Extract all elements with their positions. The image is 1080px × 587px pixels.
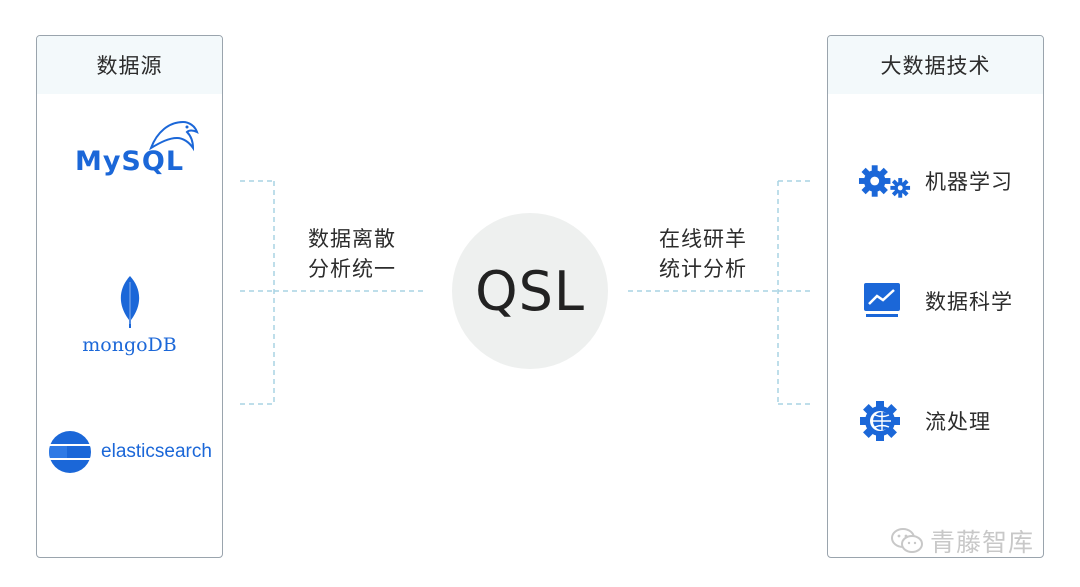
tech-item-machine-learning: 机器学习 bbox=[858, 161, 1013, 201]
qsl-label: QSL bbox=[475, 259, 585, 323]
gear-globe-icon bbox=[860, 401, 900, 441]
wechat-icon bbox=[891, 528, 923, 553]
watermark-text: 青藤智库 bbox=[930, 528, 1035, 557]
left-connector-label: 数据离散 分析统一 bbox=[308, 227, 396, 281]
mysql-dolphin-icon bbox=[149, 120, 199, 152]
tech-item-data-science: 数据科学 bbox=[858, 281, 1013, 321]
tech-item-stream-processing: 流处理 bbox=[858, 401, 991, 441]
data-source-panel: 数据源 MySQL mongoDB elasticsearch bbox=[36, 35, 223, 558]
mysql-label: MySQL bbox=[74, 146, 185, 177]
mysql-logo: MySQL bbox=[37, 120, 222, 177]
data-source-title: 数据源 bbox=[37, 36, 222, 94]
tech-label: 流处理 bbox=[925, 410, 991, 434]
qsl-node: QSL bbox=[452, 213, 608, 369]
big-data-tech-panel: 大数据技术 机器学习 bbox=[827, 35, 1044, 558]
tech-label: 数据科学 bbox=[925, 290, 1013, 314]
monitor-chart-icon bbox=[864, 283, 900, 317]
mongodb-logo: mongoDB bbox=[37, 274, 222, 356]
gears-icon bbox=[858, 165, 911, 198]
mongodb-label: mongoDB bbox=[82, 334, 177, 356]
elasticsearch-label: elasticsearch bbox=[101, 441, 212, 462]
right-connector-label: 在线研羊 统计分析 bbox=[659, 227, 747, 281]
elasticsearch-logo: elasticsearch bbox=[37, 429, 222, 475]
elasticsearch-icon bbox=[49, 431, 92, 473]
mongodb-leaf-icon bbox=[120, 276, 139, 328]
big-data-tech-title: 大数据技术 bbox=[828, 36, 1043, 94]
watermark: 青藤智库 bbox=[890, 523, 1034, 559]
tech-label: 机器学习 bbox=[925, 170, 1013, 194]
